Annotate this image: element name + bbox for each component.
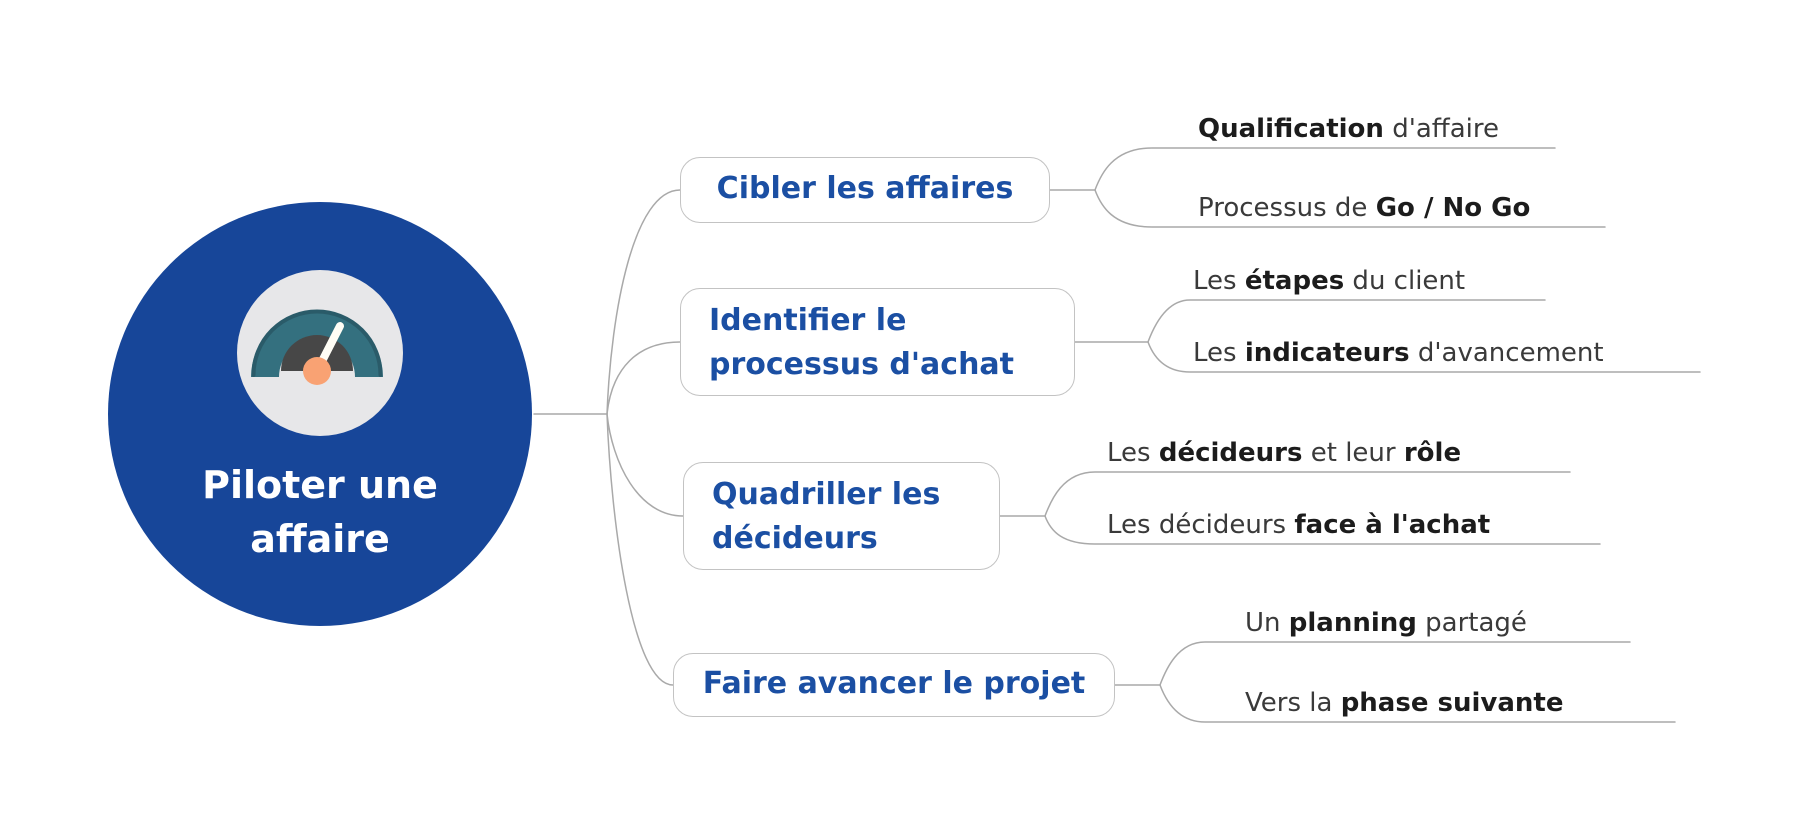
leaf-decideurs-achat[interactable]: Les décideurs face à l'achat <box>1107 508 1490 542</box>
leaf-text-part: Les décideurs <box>1107 510 1295 540</box>
topic-faire-avancer[interactable]: Faire avancer le projet <box>673 653 1115 717</box>
leaf-text-part: Processus de <box>1198 193 1376 223</box>
underline-leaf-1-1 <box>1094 147 1556 191</box>
leaf-planning-partage[interactable]: Un planning partagé <box>1245 606 1527 640</box>
underline-leaf-1-2 <box>1094 189 1606 228</box>
leaf-text-part: étapes <box>1244 266 1345 296</box>
central-topic[interactable]: Piloter une affaire <box>108 202 532 626</box>
leaf-text-part: Un <box>1245 608 1289 638</box>
leaf-text-part: Les <box>1107 438 1159 468</box>
leaf-processus-go-no-go[interactable]: Processus de Go / No Go <box>1198 191 1530 225</box>
leaf-text-part: Go / No Go <box>1375 193 1531 223</box>
underline-leaf-2-1 <box>1147 299 1546 343</box>
leaf-text-part: Vers la <box>1245 688 1341 718</box>
leaf-text-part: face à l'achat <box>1294 510 1491 540</box>
underline-leaf-3-2 <box>1044 515 1601 545</box>
leaf-text-part: du client <box>1344 266 1466 296</box>
underline-leaf-3-1 <box>1044 471 1571 517</box>
connector-branch-3 <box>606 413 684 517</box>
leaf-text-part: planning <box>1288 608 1417 638</box>
leaf-text-part: d'affaire <box>1383 114 1499 144</box>
leaf-text-part: d'avancement <box>1409 338 1604 368</box>
leaf-indicateurs-avancement[interactable]: Les indicateurs d'avancement <box>1193 336 1604 370</box>
leaf-text-part: décideurs <box>1158 438 1303 468</box>
leaf-text-part: rôle <box>1403 438 1462 468</box>
topic-label: Quadriller les décideurs <box>712 477 941 556</box>
leaf-qualification-affaire[interactable]: Qualification d'affaire <box>1198 112 1499 146</box>
leaf-text-part: Les <box>1193 266 1245 296</box>
underline-leaf-4-1 <box>1159 641 1631 686</box>
gauge-icon <box>237 270 403 436</box>
connector-branch-4 <box>606 413 674 686</box>
topic-label: Cibler les affaires <box>716 171 1014 206</box>
central-topic-label: Piloter une affaire <box>202 463 438 561</box>
leaf-decideurs-role[interactable]: Les décideurs et leur rôle <box>1107 436 1461 470</box>
leaf-text-part: Qualification <box>1198 114 1384 144</box>
leaf-text-part: et leur <box>1302 438 1404 468</box>
topic-quadriller-decideurs[interactable]: Quadriller les décideurs <box>683 462 1000 570</box>
connector-branch-1 <box>606 189 681 415</box>
topic-cibler-affaires[interactable]: Cibler les affaires <box>680 157 1050 223</box>
topic-identifier-processus[interactable]: Identifier le processus d'achat <box>680 288 1075 396</box>
leaf-text-part: partagé <box>1416 608 1527 638</box>
leaf-phase-suivante[interactable]: Vers la phase suivante <box>1245 686 1563 720</box>
leaf-text-part: indicateurs <box>1244 338 1410 368</box>
topic-label: Faire avancer le projet <box>702 666 1086 701</box>
underline-leaf-4-2 <box>1159 684 1676 723</box>
leaf-text-part: phase suivante <box>1340 688 1564 718</box>
leaf-text-part: Les <box>1193 338 1245 368</box>
underline-leaf-2-2 <box>1147 341 1701 373</box>
leaf-etapes-client[interactable]: Les étapes du client <box>1193 264 1465 298</box>
connector-branch-2 <box>606 341 681 415</box>
topic-label: Identifier le processus d'achat <box>709 303 1015 382</box>
